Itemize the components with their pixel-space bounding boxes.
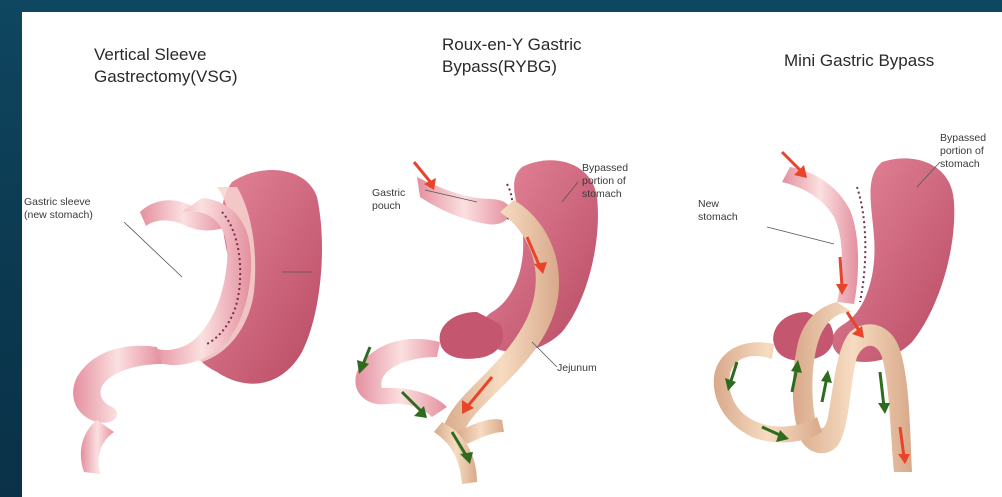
label-new-stomach: New stomach (698, 198, 738, 224)
label-mgb-bypassed: Bypassed portion of stomach (940, 132, 986, 171)
mini-bypass-title: Mini Gastric Bypass (784, 50, 934, 72)
rygb-title: Roux-en-Y Gastric Bypass(RYBG) (442, 34, 582, 78)
vsg-duodenum (73, 346, 162, 423)
label-rygb-bypassed: Bypassed portion of stomach (582, 162, 628, 201)
label-gastric-pouch: Gastric pouch (372, 187, 405, 213)
label-gastric-sleeve: Gastric sleeve (new stomach) (24, 196, 93, 222)
vsg-title: Vertical Sleeve Gastrectomy(VSG) (94, 44, 238, 88)
mini-bypass-illustration (714, 152, 955, 472)
label-jejunum: Jejunum (557, 362, 597, 375)
vsg-illustration (73, 170, 322, 474)
mgb-new-stomach (782, 167, 858, 304)
diagram-panel: Vertical Sleeve Gastrectomy(VSG) Roux-en… (22, 12, 1002, 497)
